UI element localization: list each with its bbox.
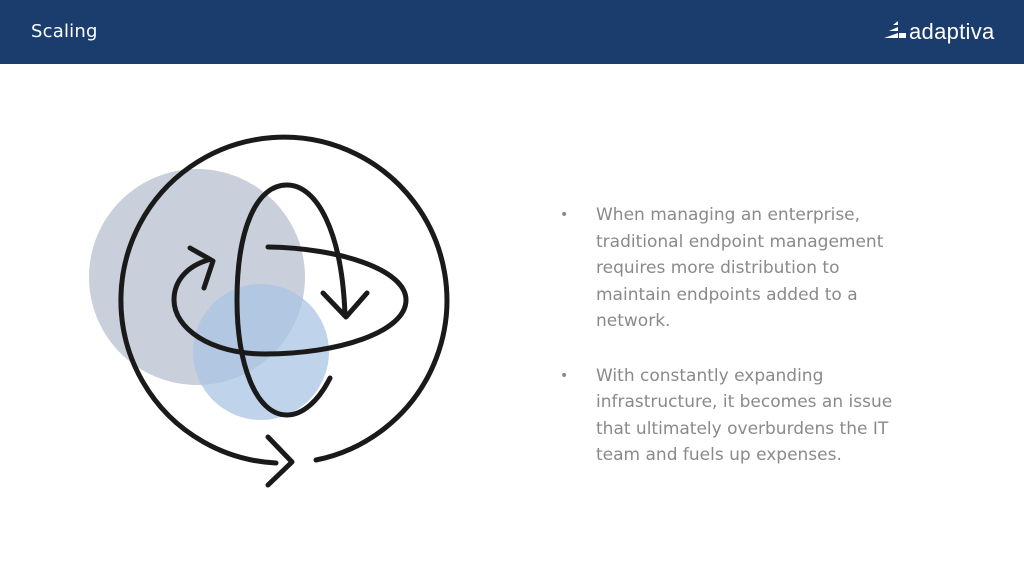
slide-header: Scaling adaptiva xyxy=(0,0,1024,64)
vertical-loop-arrowhead xyxy=(320,290,370,320)
adaptiva-logo-icon xyxy=(884,21,906,38)
bullet-marker: • xyxy=(560,207,569,223)
bullet-marker: • xyxy=(560,367,569,384)
bullet-item: • With constantly expanding infrastructu… xyxy=(560,363,900,469)
adaptiva-logo: adaptiva xyxy=(884,18,1004,46)
bullet-item: • When managing an enterprise, tradition… xyxy=(560,202,900,335)
bullet-text: When managing an enterprise, traditional… xyxy=(596,205,884,331)
slide-title: Scaling xyxy=(31,21,98,42)
vertical-loop xyxy=(234,182,348,418)
bullet-text: With constantly expanding infrastructure… xyxy=(596,365,893,466)
scaling-cycle-illustration xyxy=(89,134,450,488)
outer-arrowhead xyxy=(265,434,295,488)
bullet-list: • When managing an enterprise, tradition… xyxy=(560,202,900,497)
horizontal-loop-arrowhead xyxy=(187,245,216,291)
logo-wordmark: adaptiva xyxy=(909,19,995,44)
outer-cycle-arrow xyxy=(118,134,450,466)
horizontal-loop xyxy=(171,244,409,357)
